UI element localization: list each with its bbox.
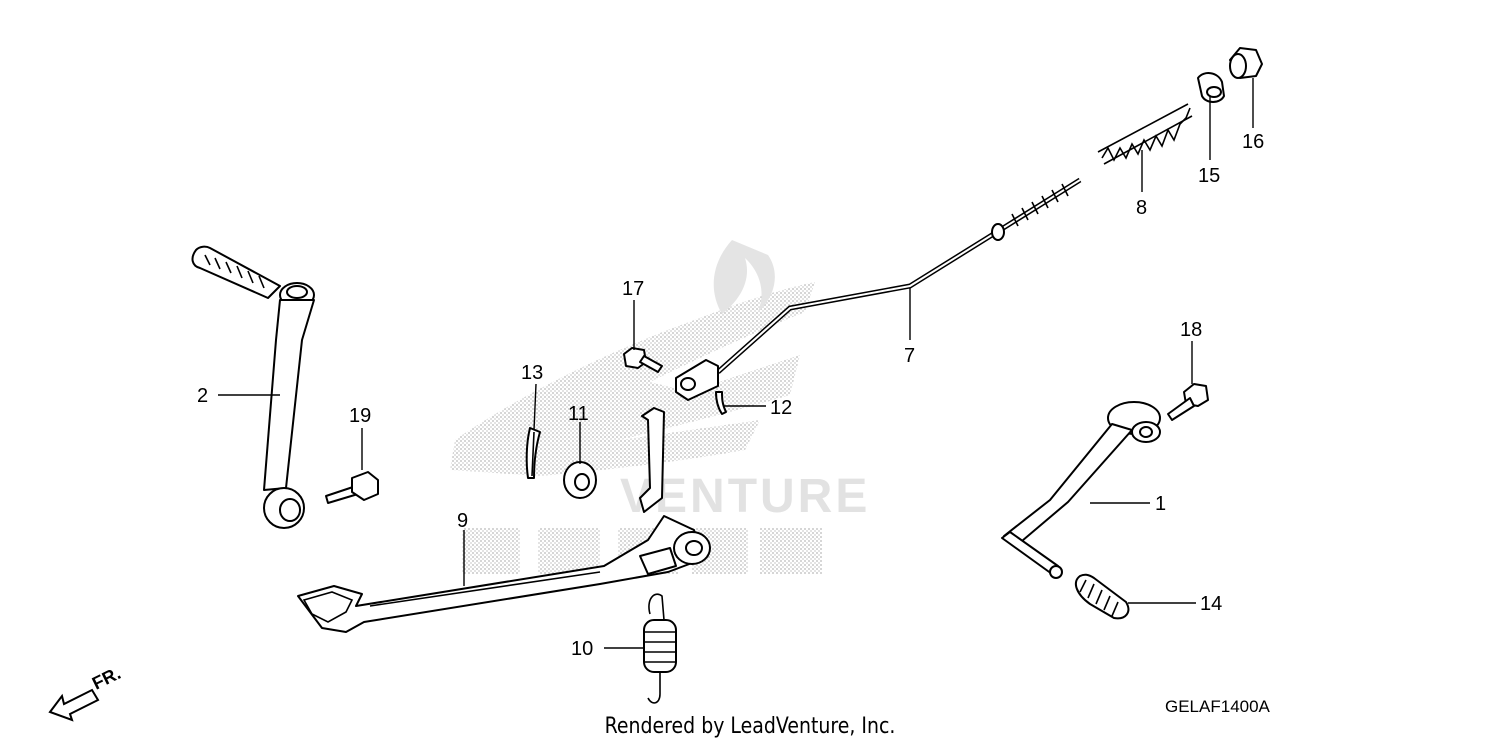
callouts: 2 19 7 8 15 16 17 13 12 11 9 10 18 1 14 <box>197 131 1264 660</box>
step-rubber <box>1074 573 1130 620</box>
brake-rod-spring <box>1097 103 1193 165</box>
diagram-code: GELAF1400A <box>1165 697 1270 716</box>
callout-17: 17 <box>622 278 644 300</box>
brake-joint <box>1197 72 1225 103</box>
cotter-pin-12 <box>715 391 727 415</box>
brake-pedal <box>297 407 711 633</box>
callout-8: 8 <box>1136 197 1147 219</box>
watermark-wing-icon <box>450 282 815 476</box>
return-spring <box>643 593 677 704</box>
callout-19: 19 <box>349 405 371 427</box>
callout-1: 1 <box>1155 493 1166 515</box>
arrow-icon <box>48 688 100 722</box>
brake-rod <box>675 177 1082 401</box>
callout-11: 11 <box>568 403 589 425</box>
leader-lines <box>218 78 1254 649</box>
watermark-flame-icon <box>713 240 775 314</box>
callout-18: 18 <box>1180 319 1202 341</box>
bolt-17 <box>623 347 663 373</box>
callout-15: 15 <box>1198 165 1220 187</box>
bolt-19 <box>325 471 379 504</box>
callout-13: 13 <box>521 362 543 384</box>
cotter-pin-13 <box>525 427 541 479</box>
credit-text: Rendered by LeadVenture, Inc. <box>604 714 896 739</box>
callout-9: 9 <box>457 510 468 532</box>
front-direction-arrow: FR. <box>48 663 124 722</box>
step-arm <box>1001 401 1161 579</box>
callout-16: 16 <box>1242 131 1264 153</box>
callout-10: 10 <box>571 638 593 660</box>
kick-starter-arm <box>191 245 315 529</box>
callout-2: 2 <box>197 385 208 407</box>
washer-11 <box>563 461 597 499</box>
callout-7: 7 <box>904 345 915 367</box>
bolt-18 <box>1167 383 1209 421</box>
callout-14: 14 <box>1200 593 1222 615</box>
front-label: FR. <box>89 663 124 694</box>
callout-12: 12 <box>770 397 792 419</box>
adjusting-nut <box>1229 47 1263 79</box>
